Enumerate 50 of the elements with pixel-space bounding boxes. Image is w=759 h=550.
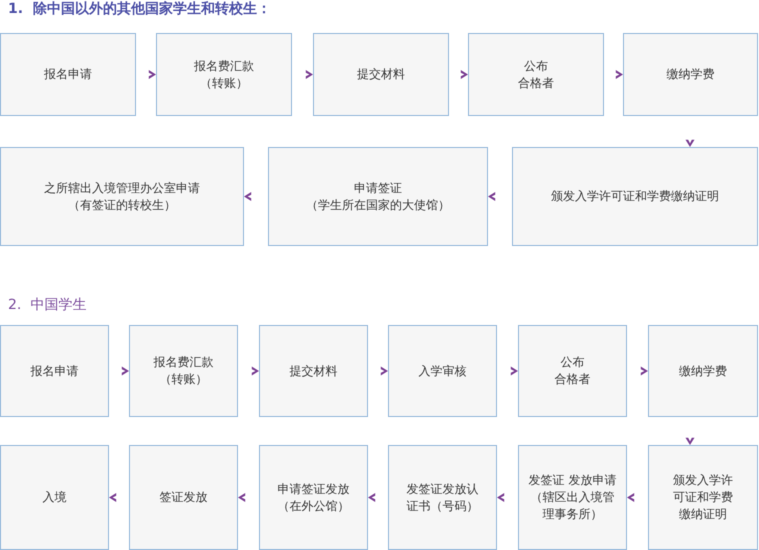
step-text: 提交材料 [357, 66, 405, 83]
step-text: 颁发入学许可证和学费缴纳证明 [672, 472, 734, 523]
step-box [648, 445, 758, 550]
step-box [648, 325, 758, 417]
step-text: （学生所在国家的大使馆） [306, 196, 450, 214]
step-box [623, 33, 758, 116]
step-box [259, 325, 368, 417]
step-box [0, 325, 109, 417]
step-text: 公布 [560, 354, 584, 371]
step-text: 报名费汇款 [154, 354, 214, 371]
step-text: （转账） [200, 74, 248, 92]
step-box [468, 33, 604, 116]
step-text: 之所辖出入境管理办公室申请 [44, 180, 200, 196]
step-box [388, 445, 497, 550]
step-text: 颁发入学许可证和学费缴纳证明 [551, 188, 719, 205]
step-text: 提交材料 [290, 362, 338, 380]
step-text: 入学审核 [418, 362, 466, 380]
step-box [512, 147, 758, 246]
step-box [129, 325, 238, 417]
step-text: 报名费汇款 [194, 58, 254, 74]
step-box [388, 325, 497, 417]
step-text: 签证发放 [160, 489, 208, 506]
step-text: 缴纳学费 [666, 66, 714, 83]
section-heading: 2. 中国学生 [8, 296, 86, 314]
step-text: 缴纳学费 [679, 362, 727, 380]
step-box [0, 445, 109, 550]
step-text: （有签证的转校生） [68, 196, 176, 214]
step-box [268, 147, 488, 246]
step-text: 发签证 发放申请 [528, 472, 616, 489]
step-text: 公布 [524, 58, 548, 74]
step-text: 申请签证发放 [278, 480, 350, 498]
step-box [0, 147, 244, 246]
step-text: 申请签证 [354, 180, 402, 196]
step-text: 报名申请 [30, 362, 78, 380]
step-text: 发签证发放认证书（号码） [406, 480, 480, 514]
step-box [0, 33, 136, 116]
step-box [518, 445, 627, 550]
step-box [156, 33, 292, 116]
step-text: （转账） [160, 371, 208, 388]
step-box [259, 445, 368, 550]
step-text: 合格者 [518, 74, 554, 92]
step-text: （辖区出入境管理事务所） [530, 489, 616, 523]
step-box [313, 33, 449, 116]
step-box [129, 445, 238, 550]
step-text: 合格者 [554, 371, 590, 388]
step-text: 入境 [42, 489, 66, 506]
section-heading: 1. 除中国以外的其他国家学生和转校生： [8, 0, 271, 18]
step-text: （在外公馆） [278, 498, 350, 514]
step-text: 报名申请 [44, 66, 92, 83]
step-box [518, 325, 627, 417]
